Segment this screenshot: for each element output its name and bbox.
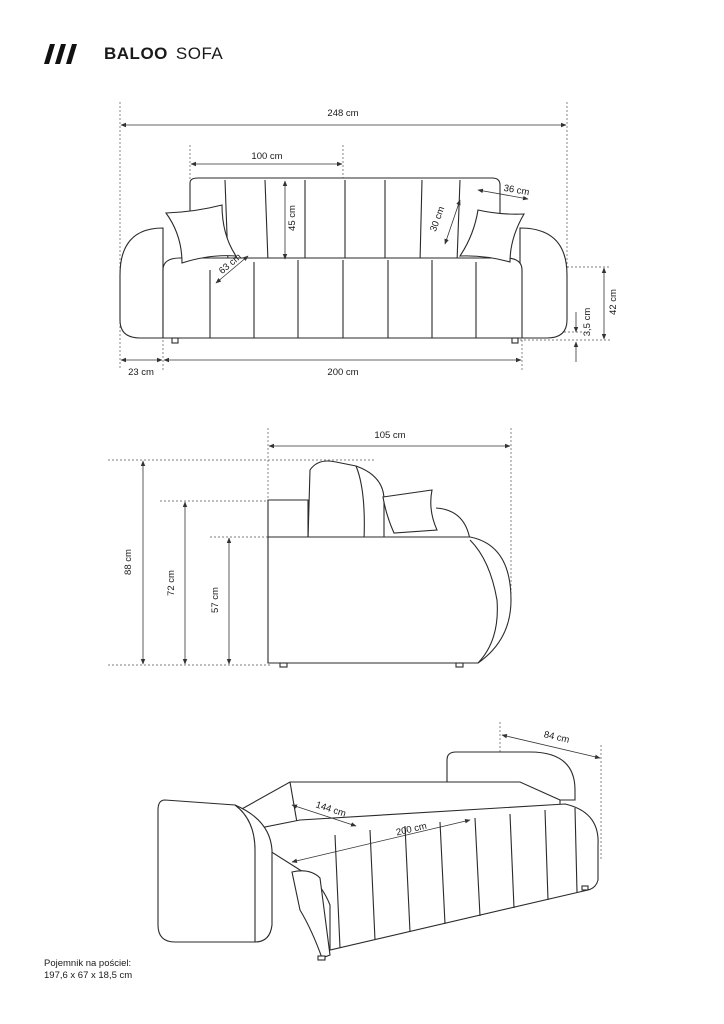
side-view: 105 cm 88 cm 72 cm 57 cm: [108, 428, 512, 668]
storage-note-dimensions: 197,6 x 67 x 18,5 cm: [44, 970, 133, 981]
page-header: BALOO SOFA: [44, 40, 223, 68]
dim-seat-height: 42 cm: [608, 289, 619, 315]
dim-seat-width: 200 cm: [327, 367, 358, 378]
dim-total-height: 88 cm: [123, 549, 134, 575]
dim-backrest-height: 45 cm: [287, 205, 298, 231]
dim-leg-height: 3,5 cm: [582, 308, 593, 337]
dim-back-height: 72 cm: [166, 570, 177, 596]
dim-arm-height: 57 cm: [210, 587, 221, 613]
dim-pillow-width: 36 cm: [503, 183, 530, 198]
dim-bed-depth: 84 cm: [543, 729, 571, 746]
bed-view: 84 cm 144 cm 200 cm: [157, 722, 602, 961]
storage-note-title: Pojemnik na pościel:: [44, 958, 132, 969]
triple-slash-logo-icon: [44, 44, 77, 64]
brand-name: BALOO: [104, 44, 168, 63]
front-view: 248 cm 100 cm 45 cm 36 cm 30 cm 63 cm 42…: [119, 102, 619, 378]
dim-depth: 105 cm: [374, 430, 405, 441]
dim-total-width: 248 cm: [327, 108, 358, 119]
product-type: SOFA: [175, 44, 224, 63]
storage-note: Pojemnik na pościel: 197,6 x 67 x 18,5 c…: [44, 958, 132, 982]
dim-armrest-width: 23 cm: [128, 367, 154, 378]
dim-cushion-width: 100 cm: [251, 151, 282, 162]
